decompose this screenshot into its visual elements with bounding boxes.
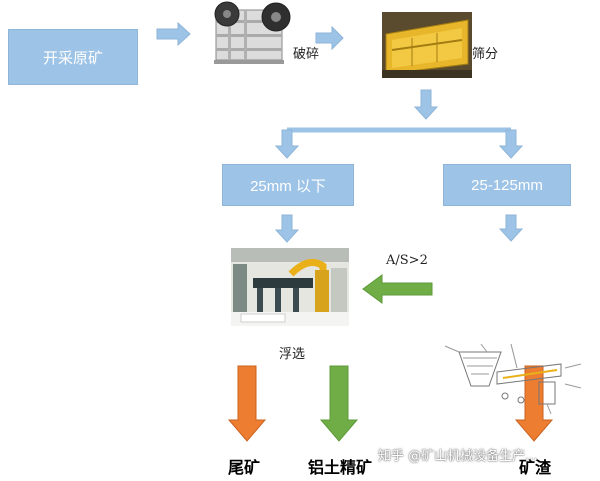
output-slag: 矿渣 xyxy=(519,458,552,477)
flotation-plant-image xyxy=(231,248,349,326)
node-small-label: 25mm 以下 xyxy=(250,177,326,195)
arrow-split-left xyxy=(274,129,300,159)
label-crush: 破碎 xyxy=(293,47,320,62)
output-concentrate: 铝土精矿 xyxy=(308,458,373,477)
label-screen: 筛分 xyxy=(472,47,499,62)
arrow-tailings xyxy=(227,365,267,442)
arrow-concentrate xyxy=(319,365,359,442)
node-mining-label: 开采原矿 xyxy=(42,49,103,67)
arrow-large-down xyxy=(498,214,524,242)
watermark: 知乎 @矿山机械设备生产... xyxy=(378,449,538,464)
arrow-screen-down xyxy=(413,89,439,120)
arrow-crush-to-screen xyxy=(315,25,344,51)
node-large-label: 25-125mm xyxy=(471,176,543,194)
arrow-split-right xyxy=(498,129,524,159)
node-small-fraction: 25mm 以下 xyxy=(222,164,354,206)
arrow-small-to-flotation xyxy=(274,214,300,243)
node-large-fraction: 25-125mm xyxy=(443,164,571,206)
jaw-crusher-image xyxy=(214,1,291,64)
arrow-return-green xyxy=(362,274,433,304)
output-tailings: 尾矿 xyxy=(228,458,261,477)
label-ratio: A/S>2 xyxy=(386,253,428,268)
arrow-slag xyxy=(514,365,554,442)
label-flotation: 浮选 xyxy=(279,347,306,362)
vibrating-screen-image xyxy=(382,12,472,78)
separator-diagram-image xyxy=(444,343,582,415)
node-mining: 开采原矿 xyxy=(8,29,138,85)
arrow-mining-to-crush xyxy=(156,21,191,47)
